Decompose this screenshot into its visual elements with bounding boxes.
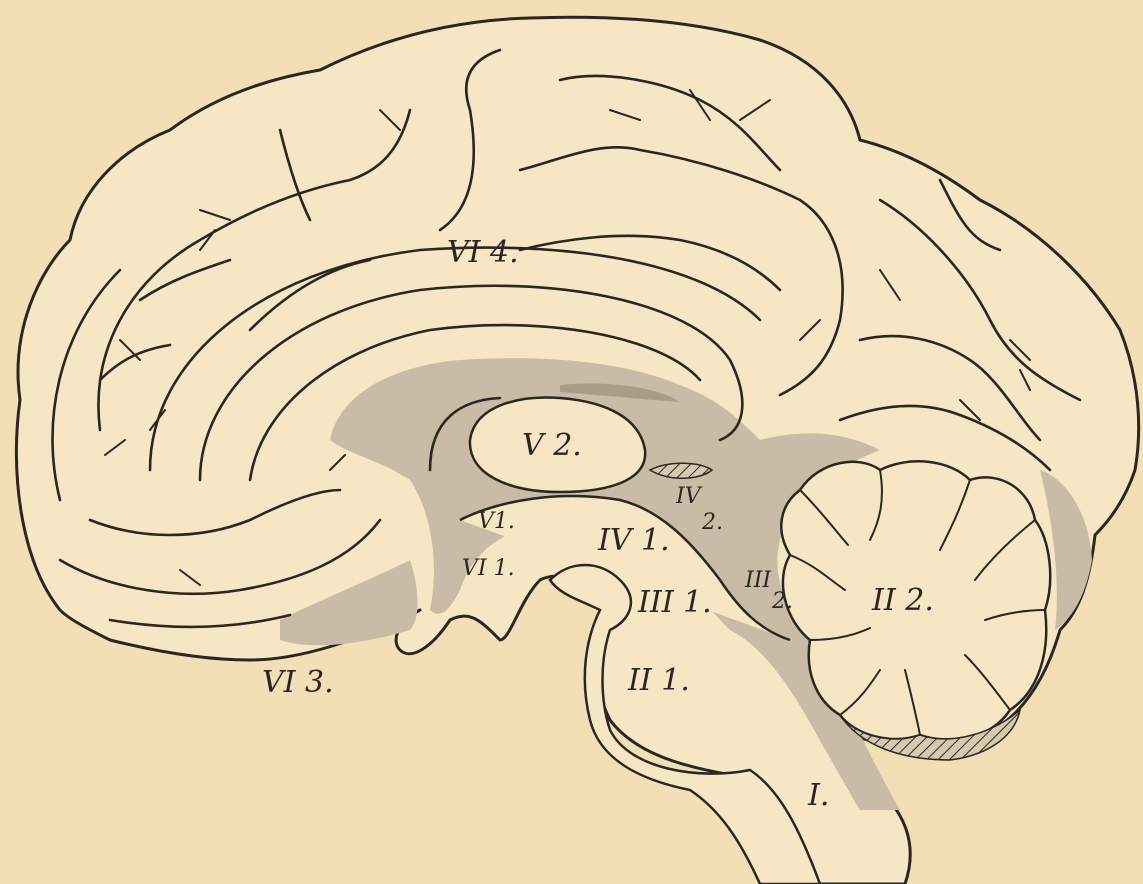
label-iv1: IV 1. bbox=[597, 523, 670, 558]
label-vi4: VI 4. bbox=[447, 235, 519, 270]
label-vi3: VI 3. bbox=[262, 665, 334, 700]
label-iii1: III 1. bbox=[637, 585, 712, 620]
label-iii2-sub: 2. bbox=[771, 589, 793, 614]
label-vi1: VI 1. bbox=[462, 556, 515, 581]
label-ii1: II 1. bbox=[627, 663, 690, 698]
label-iv2-sub: 2. bbox=[701, 510, 723, 535]
label-ii2: II 2. bbox=[871, 583, 934, 618]
label-iii2-main: III bbox=[744, 568, 772, 593]
label-i: I. bbox=[807, 778, 829, 813]
label-v2: V 2. bbox=[522, 428, 582, 463]
label-iv2-main: IV bbox=[675, 484, 703, 509]
label-v1: V1. bbox=[478, 509, 515, 534]
